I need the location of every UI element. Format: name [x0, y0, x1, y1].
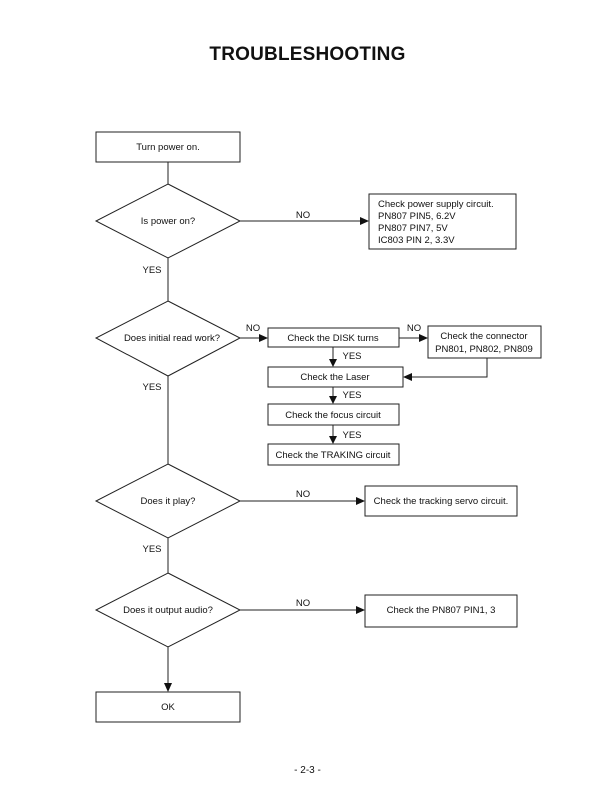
node-laser-label: Check the Laser: [300, 372, 369, 383]
label-yes-read: YES: [142, 382, 161, 393]
arrowhead: [329, 396, 337, 404]
decision-power-on-label: Is power on?: [141, 216, 195, 227]
node-check-tracking-servo: Check the tracking servo circuit.: [364, 485, 518, 517]
check-power-line-1: Check power supply circuit.: [378, 199, 494, 210]
node-tracking-servo-label: Check the tracking servo circuit.: [374, 496, 509, 507]
node-ok: OK: [95, 691, 241, 723]
arrowhead: [329, 436, 337, 444]
arrowhead: [419, 334, 428, 342]
arrowhead: [259, 334, 268, 342]
node-tracking-label: Check the TRAKING circuit: [276, 450, 391, 461]
label-yes-focus: YES: [342, 430, 361, 441]
label-no-disk: NO: [407, 323, 421, 334]
edge-connector-to-laser: [410, 358, 488, 378]
label-no-play: NO: [296, 489, 310, 500]
node-start-label: Turn power on.: [136, 142, 200, 153]
node-check-laser: Check the Laser: [267, 366, 404, 388]
check-power-line-3: PN807 PIN7, 5V: [378, 223, 448, 234]
node-check-power-supply: Check power supply circuit. PN807 PIN5, …: [368, 193, 517, 250]
node-check-connector: Check the connector PN801, PN802, PN809: [427, 325, 542, 359]
decision-plays-label: Does it play?: [141, 496, 196, 507]
node-start: Turn power on.: [95, 131, 241, 163]
arrowhead: [360, 217, 369, 225]
node-disk-turns-label: Check the DISK turns: [287, 333, 379, 344]
page-number: - 2-3 -: [294, 765, 321, 776]
node-pn807-label: Check the PN807 PIN1, 3: [387, 605, 496, 616]
check-power-line-2: PN807 PIN5, 6.2V: [378, 211, 456, 222]
label-yes-power: YES: [142, 265, 161, 276]
decision-power-on: Is power on?: [94, 183, 242, 259]
decision-initial-read: Does initial read work?: [94, 300, 242, 377]
arrowhead: [356, 606, 365, 614]
decision-plays: Does it play?: [94, 463, 242, 539]
arrowhead: [329, 359, 337, 367]
label-yes-play: YES: [142, 544, 161, 555]
node-check-focus: Check the focus circuit: [267, 403, 400, 426]
node-check-pn807: Check the PN807 PIN1, 3: [364, 594, 518, 628]
label-yes-laser: YES: [342, 390, 361, 401]
arrowhead: [164, 683, 172, 692]
check-power-line-4: IC803 PIN 2, 3.3V: [378, 235, 455, 246]
arrowhead: [403, 373, 412, 381]
label-no-read: NO: [246, 323, 260, 334]
label-no-audio: NO: [296, 598, 310, 609]
node-focus-label: Check the focus circuit: [285, 410, 381, 421]
node-check-disk-turns: Check the DISK turns: [267, 327, 400, 348]
label-yes-disk: YES: [342, 351, 361, 362]
decision-audio: Does it output audio?: [94, 572, 242, 648]
decision-audio-label: Does it output audio?: [123, 605, 213, 616]
page-title: TROUBLESHOOTING: [209, 44, 406, 65]
decision-initial-read-label: Does initial read work?: [124, 333, 220, 344]
arrowhead: [356, 497, 365, 505]
label-no-power: NO: [296, 210, 310, 221]
connector-line-2: PN801, PN802, PN809: [435, 344, 533, 355]
connector-line-1: Check the connector: [440, 331, 527, 342]
node-check-tracking: Check the TRAKING circuit: [267, 443, 400, 466]
node-ok-label: OK: [161, 702, 175, 713]
